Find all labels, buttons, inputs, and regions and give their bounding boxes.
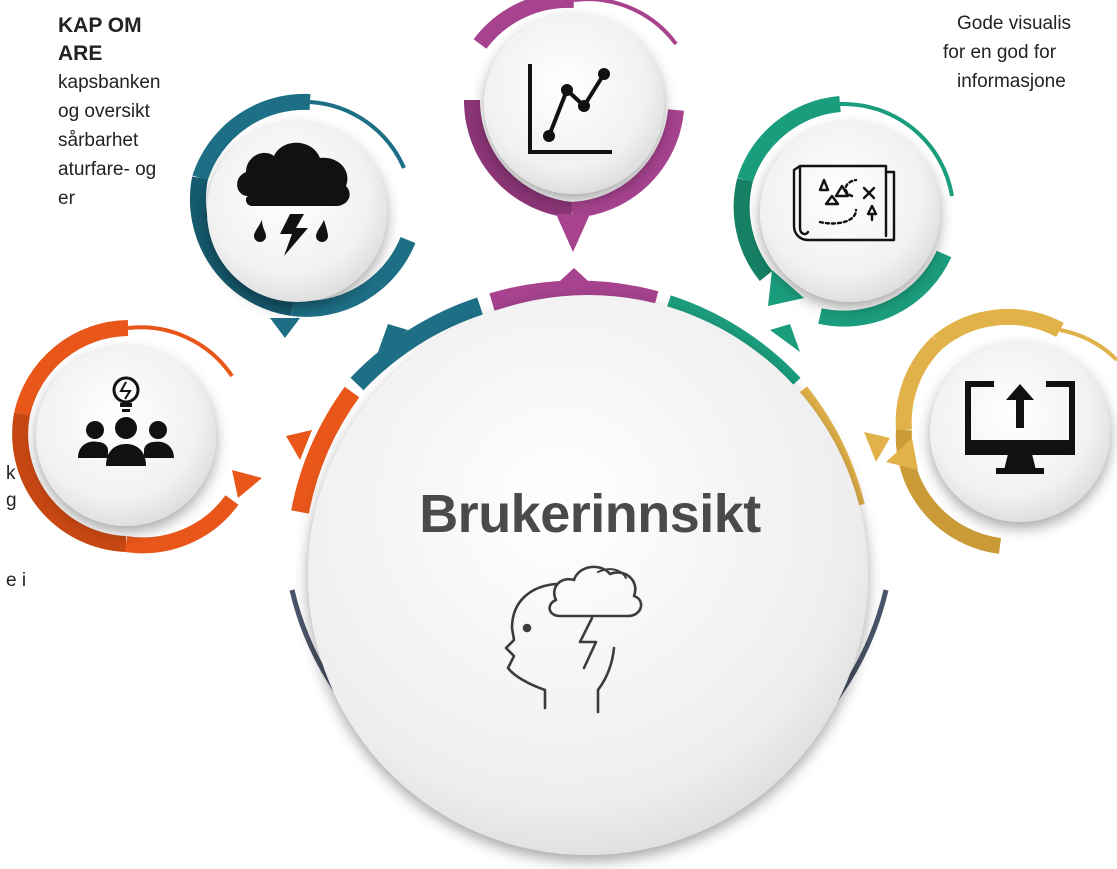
treasure-map-icon xyxy=(792,164,896,242)
head-storm-icon xyxy=(504,565,643,714)
left-text-line-1: kapsbanken xyxy=(58,72,161,93)
hub-notch-orange xyxy=(286,430,312,460)
right-text-line-1: Gode visualis xyxy=(957,13,1072,34)
left-bottom-line-1: k xyxy=(6,463,16,484)
node-weather xyxy=(190,93,416,338)
hub-notch-teal xyxy=(378,324,408,352)
hub-notch-green xyxy=(770,324,800,352)
hub-ring-orange xyxy=(291,386,360,514)
hub-disc xyxy=(308,295,868,855)
node-chart xyxy=(463,0,684,252)
left-bottom-line-4: e i xyxy=(6,570,27,591)
hub-title: Brukerinnsikt xyxy=(419,484,761,544)
left-text-line-4: aturfare- og xyxy=(58,159,157,180)
hub-notch-yellow xyxy=(864,432,890,462)
storm-cloud-icon xyxy=(237,142,350,256)
hub xyxy=(286,268,890,855)
node-people-idea xyxy=(12,320,262,554)
left-bottom-line-2: g xyxy=(6,490,17,511)
left-heading-line-1: KAP OM xyxy=(58,14,142,37)
left-text-line-5: er xyxy=(58,188,75,209)
line-chart-icon xyxy=(528,64,612,154)
people-lightbulb-icon xyxy=(78,376,174,466)
node-map xyxy=(733,96,954,327)
hub-ring-green xyxy=(665,295,801,391)
hub-ring-teal xyxy=(350,297,483,391)
left-heading-line-2: ARE xyxy=(58,42,103,65)
right-text-line-2: for en god for xyxy=(943,42,1057,63)
right-text-line-3: informasjone xyxy=(957,71,1066,92)
monitor-upload-icon xyxy=(965,381,1075,474)
left-text-line-3: sårbarhet xyxy=(58,130,139,151)
left-text-line-2: og oversikt xyxy=(58,101,150,122)
hub-notch-purple xyxy=(548,268,600,292)
node-upload xyxy=(886,308,1117,554)
